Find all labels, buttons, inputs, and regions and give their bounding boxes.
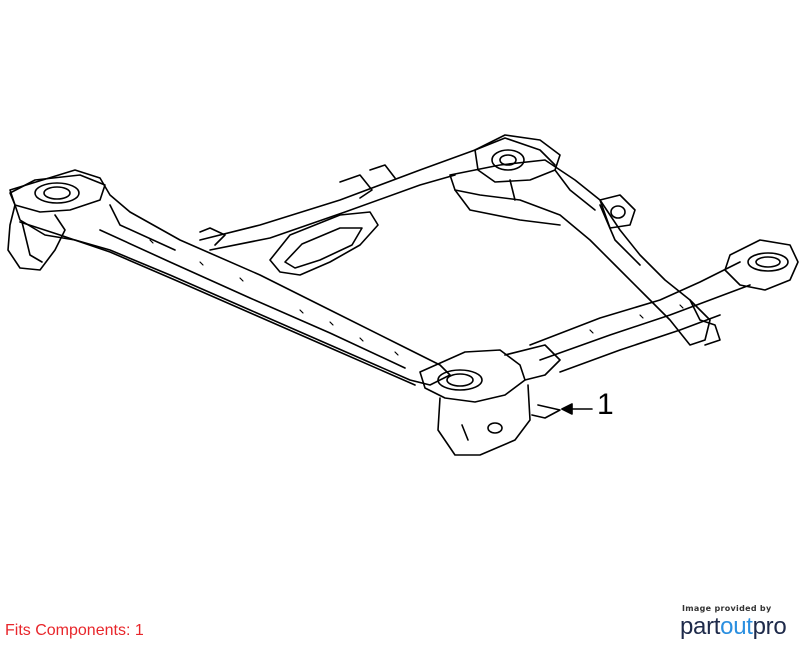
front-right-mount (419, 344, 561, 456)
rear-crossmember (449, 159, 711, 346)
logo-out-text: out (720, 613, 753, 640)
front-crossmember (9, 169, 451, 386)
rear-left-mount (474, 134, 561, 183)
left-side-rail (199, 137, 556, 276)
left-mount (7, 174, 106, 271)
callout-leader (561, 403, 593, 415)
rivet-details (149, 239, 684, 356)
callout-number-1: 1 (597, 388, 614, 421)
logo-pro-text: pro (752, 613, 787, 640)
rear-right-mount (689, 239, 799, 346)
fits-components-label: Fits Components: 1 (5, 622, 144, 639)
image-credit: Image provided by partoutpro (680, 604, 795, 639)
partoutpro-logo[interactable]: partoutpro (680, 615, 795, 639)
credit-caption: Image provided by (682, 604, 772, 613)
rear-bracket (339, 164, 636, 229)
logo-part-text: part (680, 613, 721, 640)
right-side-rail (529, 261, 751, 373)
